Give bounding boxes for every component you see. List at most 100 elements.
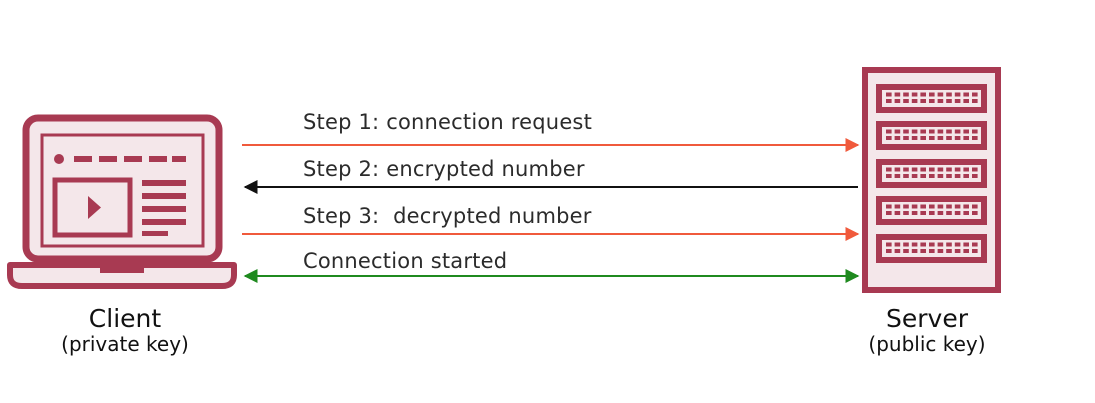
server-vent — [963, 99, 969, 103]
client-title: Client — [88, 304, 162, 333]
server-vent — [920, 204, 926, 209]
server-vent — [929, 204, 935, 209]
server-vent — [920, 129, 926, 134]
server-vent — [972, 99, 978, 103]
server-vent — [963, 167, 969, 172]
server-vent — [972, 167, 978, 172]
server-vent — [886, 92, 892, 97]
server-vent — [972, 204, 978, 209]
server-vent — [972, 129, 978, 134]
server-vent — [954, 92, 961, 97]
server-vent — [903, 174, 909, 178]
server-vent — [886, 136, 892, 140]
server-vent — [894, 167, 901, 172]
server-vent — [920, 174, 926, 178]
server-vent — [946, 99, 952, 103]
server-vent — [911, 167, 918, 172]
server-vent — [894, 129, 901, 134]
server-vent — [894, 211, 901, 215]
server-vent — [886, 174, 892, 178]
server-vent — [937, 129, 944, 134]
server-vent — [894, 204, 901, 209]
server-vent — [929, 129, 935, 134]
server-vent — [972, 174, 978, 178]
server-vent — [911, 136, 918, 140]
server-vent — [929, 174, 935, 178]
server-vent — [954, 204, 961, 209]
server-vent — [946, 136, 952, 140]
server-vent — [972, 249, 978, 253]
server-vent — [929, 136, 935, 140]
server-vent — [911, 99, 918, 103]
server-vent — [894, 136, 901, 140]
server-vent — [903, 211, 909, 215]
server-vent — [920, 167, 926, 172]
server-vent — [894, 249, 901, 253]
server-title: Server — [886, 304, 968, 333]
server-vent — [886, 129, 892, 134]
server-vent — [937, 136, 944, 140]
server-vent — [929, 99, 935, 103]
server-vent — [929, 211, 935, 215]
server-vent — [894, 92, 901, 97]
server-vent — [920, 242, 926, 247]
server-vent — [946, 249, 952, 253]
step3-label: Step 3: decrypted number — [303, 204, 592, 228]
server-vent — [929, 92, 935, 97]
server-vent — [954, 211, 961, 215]
server-vent — [911, 211, 918, 215]
server-vent — [937, 242, 944, 247]
play-icon — [88, 196, 101, 219]
server-vent — [886, 242, 892, 247]
server-vent — [946, 92, 952, 97]
server-vent — [886, 211, 892, 215]
server-vent — [911, 92, 918, 97]
server-vent — [929, 249, 935, 253]
server-vent — [954, 129, 961, 134]
server-vent — [963, 129, 969, 134]
server-vent — [920, 92, 926, 97]
step1-label: Step 1: connection request — [303, 110, 593, 134]
server-vent — [946, 174, 952, 178]
server-vent — [954, 174, 961, 178]
server-vent — [963, 174, 969, 178]
server-vent — [920, 211, 926, 215]
server-vent — [954, 167, 961, 172]
server-vent — [920, 249, 926, 253]
server-vent — [972, 211, 978, 215]
server-vent — [886, 249, 892, 253]
server-vent — [911, 174, 918, 178]
step2-label: Step 2: encrypted number — [303, 157, 585, 181]
server-vent — [972, 136, 978, 140]
client-subtitle: (private key) — [61, 332, 189, 356]
server-vent — [954, 242, 961, 247]
server-vent — [903, 167, 909, 172]
server-subtitle: (public key) — [868, 332, 986, 356]
server-vent — [937, 167, 944, 172]
server-vent — [937, 204, 944, 209]
server-vent — [911, 249, 918, 253]
server-vent — [894, 99, 901, 103]
server-vent — [963, 136, 969, 140]
server-vent — [894, 242, 901, 247]
server-vent — [886, 204, 892, 209]
server-vent — [946, 129, 952, 134]
server-rack-icon — [862, 67, 1001, 293]
server-vent — [963, 92, 969, 97]
server-vent — [946, 211, 952, 215]
server-vent — [903, 204, 909, 209]
server-vent — [937, 92, 944, 97]
server-vent — [972, 92, 978, 97]
server-vent — [903, 129, 909, 134]
server-vent — [903, 242, 909, 247]
server-vent — [903, 136, 909, 140]
server-vent — [963, 249, 969, 253]
server-vent — [963, 242, 969, 247]
server-vent — [920, 136, 926, 140]
laptop-icon — [7, 114, 237, 289]
server-vent — [911, 204, 918, 209]
server-vent — [920, 99, 926, 103]
server-vent — [963, 211, 969, 215]
server-vent — [946, 204, 952, 209]
